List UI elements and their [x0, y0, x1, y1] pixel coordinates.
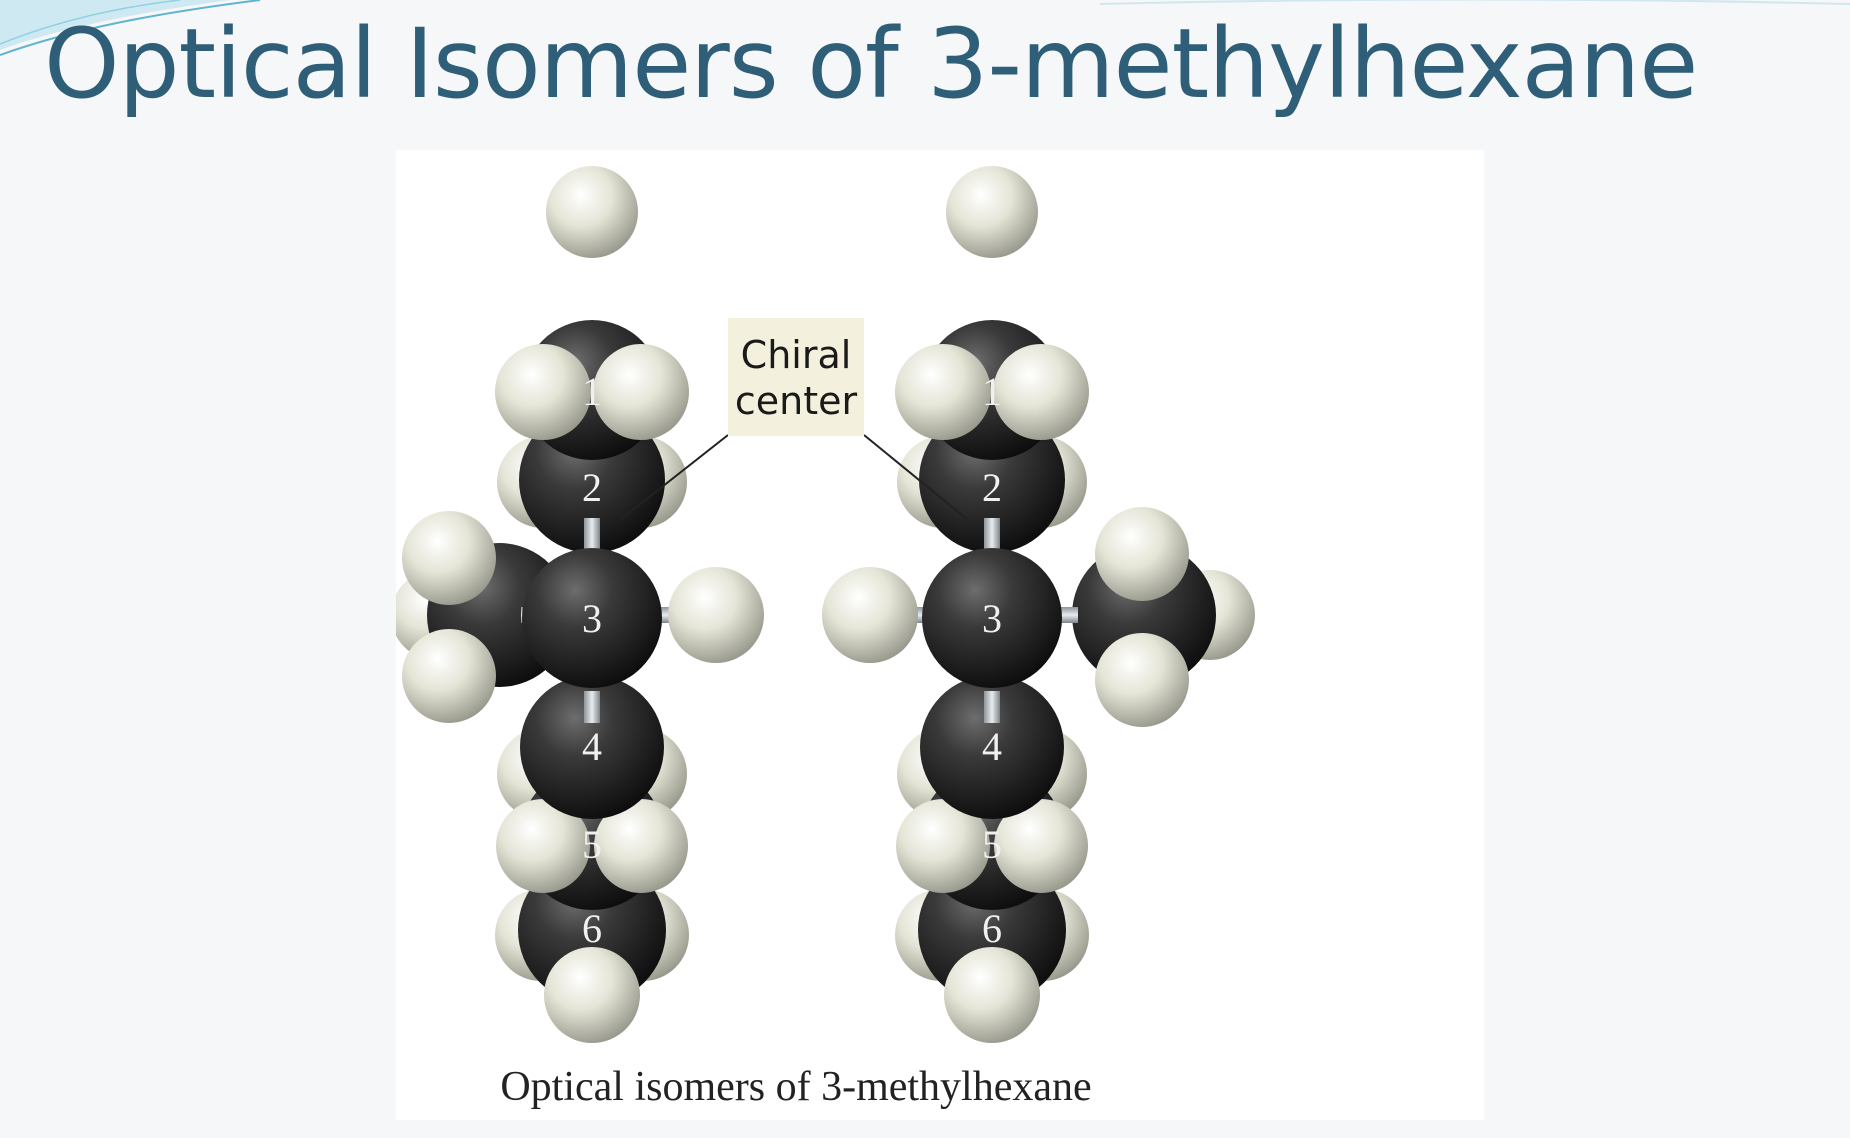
hydrogen-atom: [946, 166, 1038, 258]
carbon-atom-3: [522, 548, 662, 688]
callout-label-line2: center: [735, 379, 858, 423]
hydrogen-atom: [668, 567, 764, 663]
hydrogen-atom: [896, 799, 990, 893]
right-enantiomer: 1 2 3 4 5 6: [822, 166, 1255, 1043]
callout-label-line1: Chiral: [741, 333, 852, 377]
hydrogen-atom: [544, 947, 640, 1043]
hydrogen-atom: [402, 629, 496, 723]
bond: [984, 518, 1000, 550]
hydrogen-atom: [993, 344, 1089, 440]
hydrogen-atom: [944, 947, 1040, 1043]
carbon-label-5: 5: [582, 822, 602, 867]
carbon-atom-4: [520, 675, 664, 819]
hydrogen-atom: [496, 799, 590, 893]
carbon-label-2: 2: [982, 465, 1002, 510]
callout-leader-right: [863, 434, 969, 521]
carbon-label-3: 3: [582, 596, 602, 641]
carbon-label-4: 4: [982, 724, 1002, 769]
left-enantiomer: 1 2 3 4 5 6: [396, 166, 764, 1043]
carbon-label-5: 5: [982, 822, 1002, 867]
carbon-label-1: 1: [982, 369, 1002, 414]
hydrogen-atom: [593, 344, 689, 440]
slide-title: Optical Isomers of 3-methylhexane: [44, 8, 1698, 120]
figure-panel: 1 2 3 4 5 6: [396, 150, 1484, 1120]
carbon-label-6: 6: [582, 906, 602, 951]
callout-box: [728, 318, 864, 436]
hydrogen-atom: [822, 567, 918, 663]
carbon-label-6: 6: [982, 906, 1002, 951]
hydrogen-atom: [546, 166, 638, 258]
hydrogen-atom: [994, 799, 1088, 893]
carbon-atom-3: [922, 548, 1062, 688]
hydrogen-atom: [1095, 633, 1189, 727]
carbon-label-2: 2: [582, 465, 602, 510]
carbon-atom-4: [920, 675, 1064, 819]
hydrogen-atom: [402, 511, 496, 605]
corner-swoosh-decoration: [0, 0, 1850, 56]
hydrogen-atom: [495, 344, 591, 440]
bond: [584, 518, 600, 550]
bond: [584, 691, 600, 723]
chiral-center-callout: Chiral center: [619, 318, 969, 521]
bond: [984, 691, 1000, 723]
carbon-label-3: 3: [982, 596, 1002, 641]
callout-leader-left: [619, 434, 729, 521]
figure-caption: Optical isomers of 3-methylhexane: [500, 1064, 1091, 1110]
optical-isomers-diagram: 1 2 3 4 5 6: [396, 166, 1255, 1110]
carbon-label-4: 4: [582, 724, 602, 769]
hydrogen-atom: [895, 344, 991, 440]
carbon-label-1: 1: [582, 369, 602, 414]
hydrogen-atom: [594, 799, 688, 893]
hydrogen-atom: [1095, 507, 1189, 601]
